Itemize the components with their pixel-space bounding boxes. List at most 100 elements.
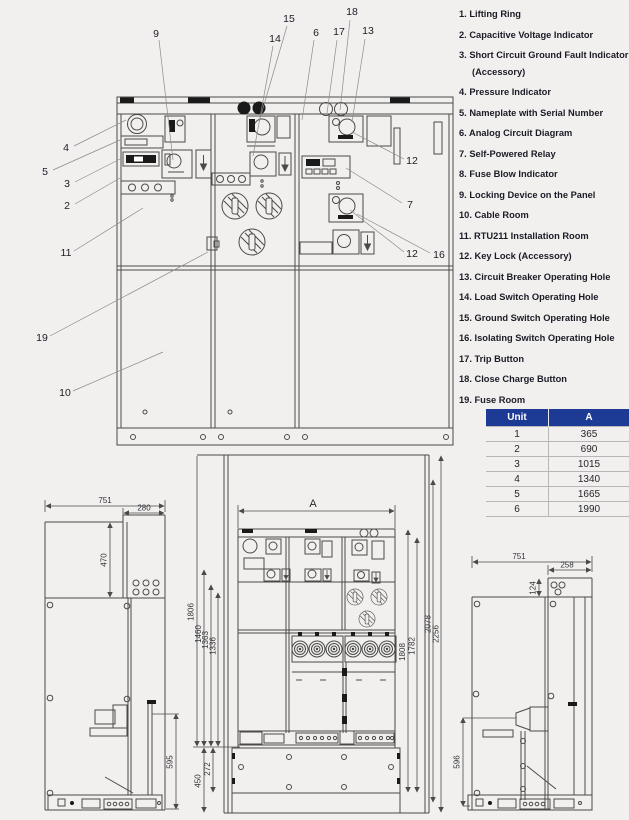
callout-18: 18	[346, 6, 358, 18]
legend-item-16: 16. Isolating Switch Operating Hole	[459, 333, 615, 343]
side-view-right-dims	[460, 556, 593, 807]
callout-16: 16	[433, 249, 445, 261]
value-cell: 365	[548, 426, 629, 442]
legend-item-17: 17. Trip Button	[459, 353, 525, 364]
callout-12-upper: 12	[406, 155, 418, 167]
nameplate	[120, 135, 164, 149]
table-row: 4 1340	[486, 471, 629, 487]
callout-6: 6	[313, 27, 319, 39]
front-dim-view-drawing: A 1806 1460 1363 1336 450 272 1808 1782 …	[187, 454, 444, 814]
value-cell: 1990	[548, 501, 629, 517]
dim-470: 470	[100, 553, 109, 567]
dim-2256: 2256	[432, 625, 441, 643]
capacitive-voltage-indicator	[120, 180, 176, 195]
side-view-right-dim-labels: 751 258 124 596	[453, 552, 575, 769]
legend-item-1: 1. Lifting Ring	[459, 9, 521, 19]
value-cell: 690	[548, 441, 629, 457]
dim-595: 595	[166, 755, 175, 769]
dim-1460: 1460	[194, 625, 203, 643]
table-row: 1 365	[486, 426, 629, 442]
callout-12-lower: 12	[406, 248, 418, 260]
table-row: 3 1015	[486, 456, 629, 472]
callout-leaders	[49, 19, 431, 392]
callout-15: 15	[283, 13, 295, 25]
table-row: 5 1665	[486, 486, 629, 502]
side-view-right-outline	[467, 577, 593, 811]
callout-4: 4	[63, 142, 69, 154]
legend-item-14: 14. Load Switch Operating Hole	[459, 292, 599, 302]
dim-1806: 1806	[187, 603, 196, 621]
legend-item-19: 19. Fuse Room	[459, 394, 526, 405]
unit-cell: 3	[486, 456, 549, 472]
legend-item-9: 9. Locking Device on the Panel	[459, 189, 596, 200]
key-lock-upper	[332, 118, 340, 126]
callout-3: 3	[64, 178, 70, 190]
dim-A: A	[309, 498, 317, 510]
key-lock-lower	[332, 196, 340, 204]
dim-1782: 1782	[408, 637, 417, 655]
dim-1363: 1363	[201, 631, 210, 649]
dim-124: 124	[529, 581, 538, 595]
isolating-switch-module	[328, 193, 364, 223]
legend-item-11: 11. RTU211 Installation Room	[459, 230, 589, 241]
callout-13: 13	[362, 25, 374, 37]
unit-cell: 6	[486, 501, 549, 517]
legend-item-6: 6. Analog Circuit Diagram	[459, 128, 573, 138]
dim-450: 450	[194, 774, 203, 788]
header-unit: Unit	[486, 409, 549, 427]
unit-cell: 4	[486, 471, 549, 487]
callout-10: 10	[59, 387, 71, 399]
value-cell: 1015	[548, 456, 629, 472]
callout-14: 14	[269, 33, 281, 45]
trip-button	[252, 101, 266, 115]
ground-switch-operating-hole	[255, 192, 283, 220]
load-switch-operating-hole	[221, 192, 249, 220]
legend-item-4: 4. Pressure Indicator	[459, 87, 551, 97]
dim-1336: 1336	[209, 637, 218, 655]
value-cell: 1665	[548, 486, 629, 502]
unit-cell: 2	[486, 441, 549, 457]
side-view-left-dim-labels: 751 280 470 595	[98, 496, 174, 769]
dim-2078: 2078	[424, 615, 433, 633]
legend-item-12: 12. Key Lock (Accessory)	[459, 251, 572, 261]
callout-7: 7	[407, 199, 413, 211]
legend-list: 1. Lifting Ring 2. Capacitive Voltage In…	[459, 6, 629, 412]
dim-751-left: 751	[98, 496, 112, 505]
callout-2: 2	[64, 200, 70, 212]
load-switch-module	[249, 151, 277, 177]
dim-596: 596	[453, 755, 462, 769]
callout-19: 19	[36, 332, 48, 344]
callout-17: 17	[333, 26, 345, 38]
circuit-breaker-module	[328, 115, 364, 143]
callout-11: 11	[61, 247, 72, 259]
side-view-right-drawing: 751 258 124 596	[453, 552, 593, 811]
table-row: 2 690	[486, 441, 629, 457]
side-view-left-drawing: 751 280 470 595	[44, 496, 179, 811]
table-header-row: Unit A	[486, 409, 629, 427]
callout-5: 5	[42, 166, 48, 178]
unit-dimension-table: Unit A 1 365 2 690 3 1015 4 1340 5	[486, 409, 629, 517]
side-view-left-dims	[44, 500, 179, 810]
unit-cell: 1	[486, 426, 549, 442]
panel-locking-device	[164, 115, 186, 143]
close-charge-button	[237, 101, 251, 115]
front-dim-view-dim-labels: A 1806 1460 1363 1336 450 272 1808 1782 …	[187, 498, 441, 788]
front-view-drawing: 9 15 14 6 17 18 13 4 5 3 2 11 19 10 12 7…	[36, 6, 454, 446]
pressure-indicator	[127, 114, 147, 134]
circuit-breaker-operating-hole	[238, 228, 266, 256]
legend-item-13: 13. Circuit Breaker Operating Hole	[459, 271, 611, 282]
dim-272: 272	[203, 762, 212, 776]
legend-item-15: 15. Ground Switch Operating Hole	[459, 312, 610, 323]
header-a: A	[548, 409, 629, 427]
legend-item-3: 3. Short Circuit Ground Fault Indicator …	[459, 50, 629, 77]
dim-280: 280	[137, 504, 151, 513]
table-row: 6 1990	[486, 501, 629, 517]
legend-item-10: 10. Cable Room	[459, 210, 529, 220]
front-dim-view-dims	[193, 455, 444, 813]
value-cell: 1340	[548, 471, 629, 487]
legend-item-7: 7. Self-Powered Relay	[459, 148, 556, 159]
cabinet-outline	[116, 96, 454, 446]
dim-1808: 1808	[398, 643, 407, 661]
self-powered-relay	[301, 155, 351, 179]
